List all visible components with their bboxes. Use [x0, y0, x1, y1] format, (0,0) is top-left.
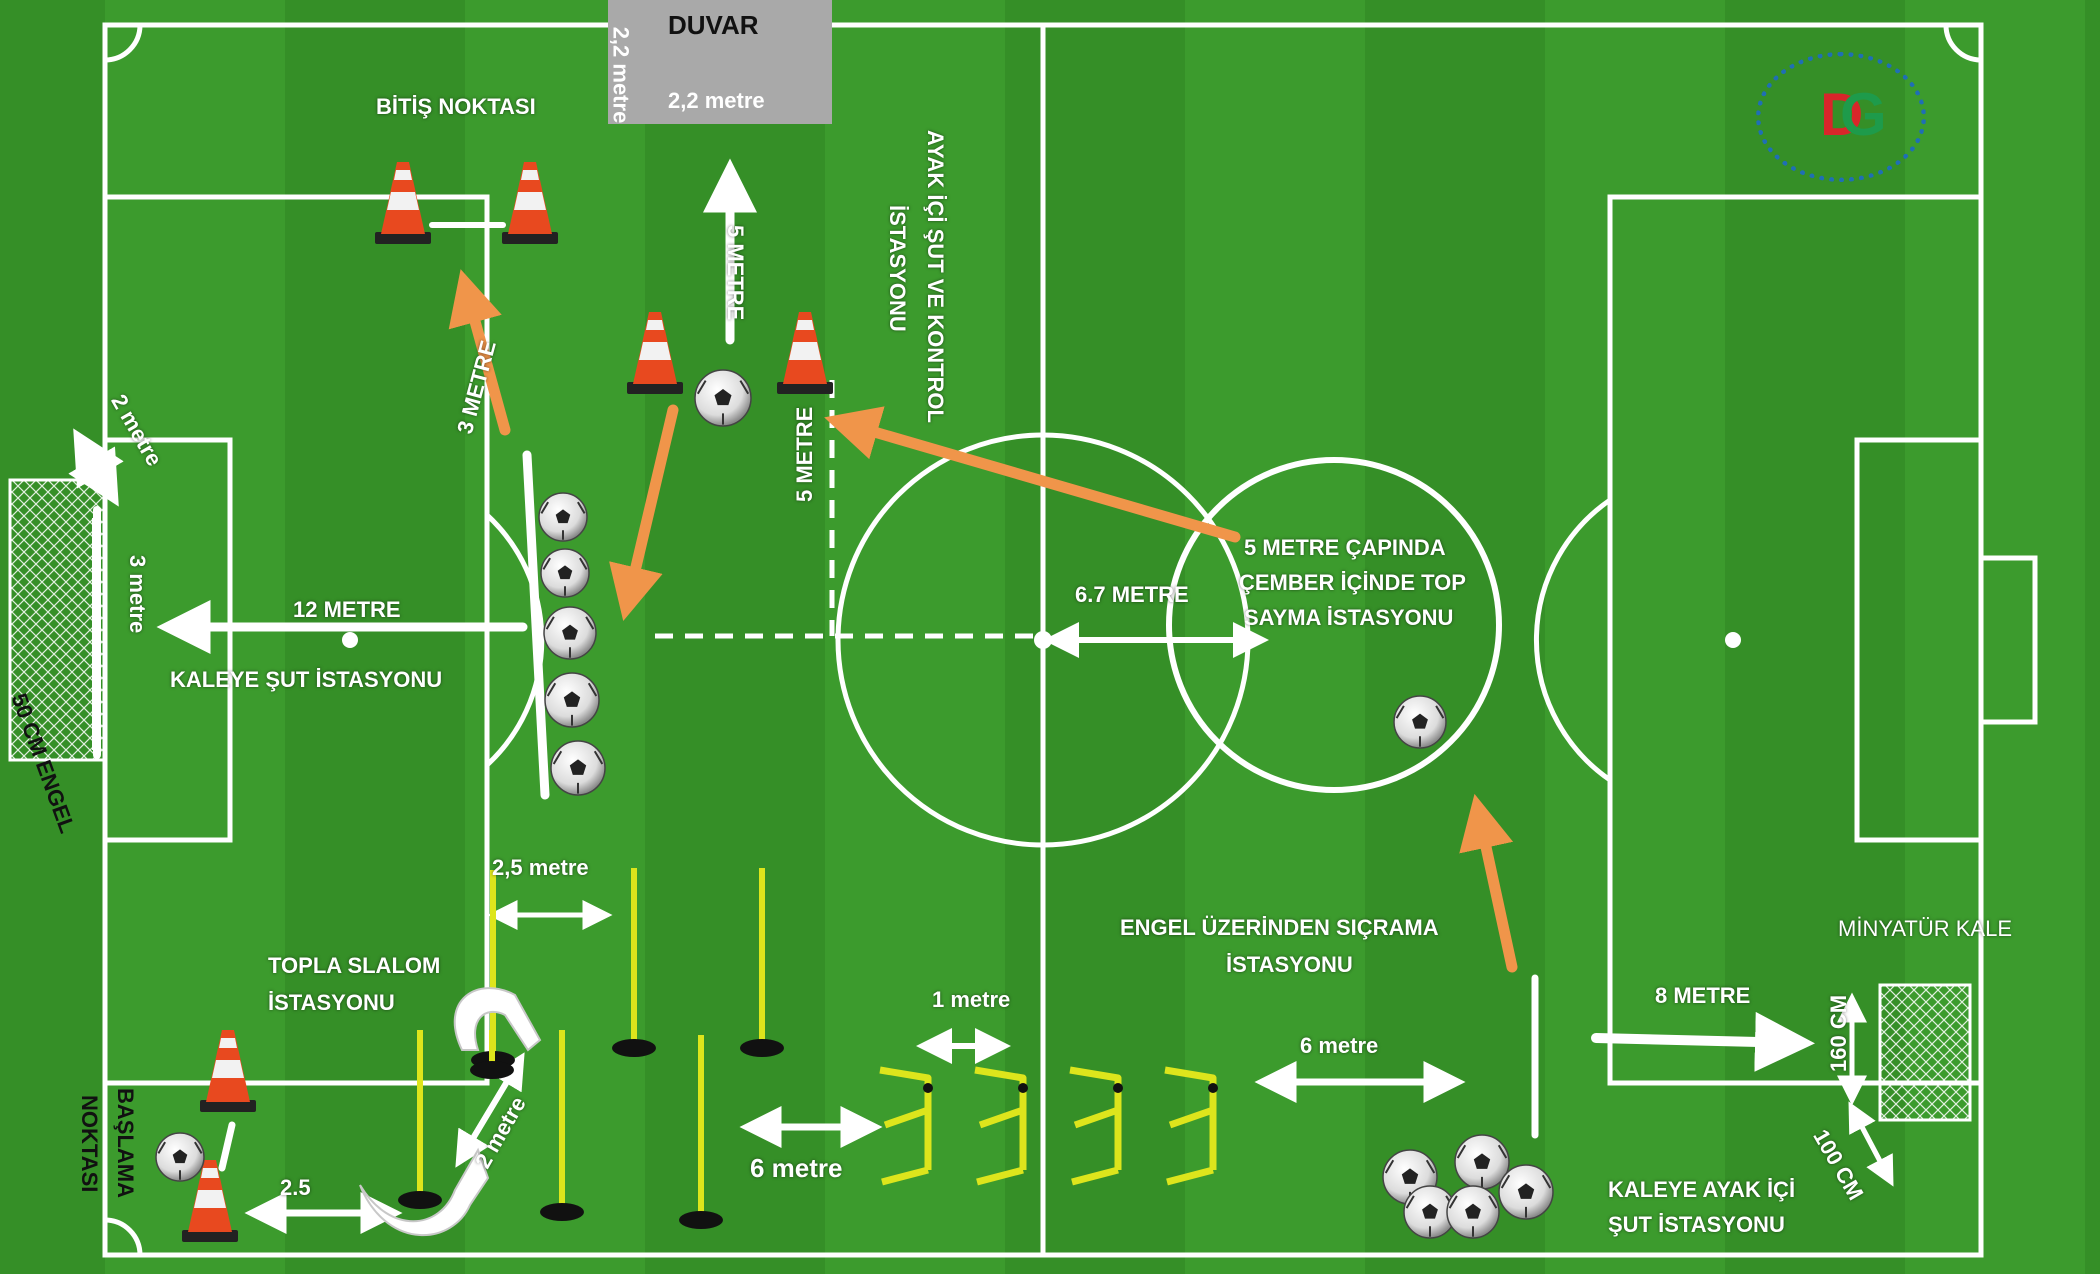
start-label-2: NOKTASI — [76, 1095, 102, 1192]
inside-foot-label-2: ŞUT İSTASYONU — [1608, 1212, 1785, 1238]
circle-label-1: 5 METRE ÇAPINDA — [1244, 535, 1424, 561]
five-metre-top-label: 5 METRE — [722, 225, 748, 320]
shoot-goal-station-label: KALEYE ŞUT İSTASYONU — [170, 667, 442, 693]
two-five-label: 2.5 — [280, 1175, 311, 1201]
slalom-label-2: İSTASYONU — [268, 990, 395, 1016]
logo-letter-right: G — [1840, 80, 1887, 149]
soccer-ball — [539, 493, 587, 541]
wall-title: DUVAR — [668, 10, 759, 41]
cm-160-label: 160 CM — [1826, 995, 1852, 1072]
circle-label-2: ÇEMBER İÇİNDE TOP — [1239, 570, 1429, 596]
penalty-spot-left — [342, 632, 358, 648]
five-metre-dashed-label: 5 METRE — [792, 407, 818, 502]
soccer-ball — [551, 741, 605, 795]
shoot-control-label-1: AYAK İÇİ ŞUT VE KONTROL — [922, 130, 948, 423]
soccer-ball — [1447, 1186, 1499, 1238]
six-metre-right-label: 6 metre — [1300, 1033, 1378, 1059]
twelve-metre-label: 12 METRE — [293, 597, 401, 623]
soccer-ball — [1394, 696, 1446, 748]
inside-foot-label-1: KALEYE AYAK İÇİ — [1608, 1177, 1795, 1203]
slalom-label-1: TOPLA SLALOM — [268, 953, 440, 979]
circle-label-3: SAYMA İSTASYONU — [1244, 605, 1424, 631]
soccer-ball — [541, 549, 589, 597]
mini-goal-label: MİNYATÜR KALE — [1838, 916, 2012, 942]
three-metre-goal-label: 3 metre — [124, 555, 150, 633]
one-metre-label: 1 metre — [932, 987, 1010, 1013]
soccer-ball — [1499, 1165, 1553, 1219]
mini-goal — [1880, 985, 1970, 1120]
penalty-spot-right — [1725, 632, 1741, 648]
hurdle-label-2: İSTASYONU — [1226, 952, 1353, 978]
wall: DUVAR 2,2 metre 2,2 metre — [608, 0, 832, 124]
soccer-ball — [544, 607, 596, 659]
arrow-8-metre — [1596, 1038, 1800, 1043]
soccer-ball — [695, 370, 751, 426]
club-logo: D G — [1756, 52, 1926, 182]
start-label: BAŞLAMA — [112, 1088, 138, 1198]
two-five-metre-label: 2,5 metre — [492, 855, 589, 881]
wall-height-label: 2,2 metre — [607, 27, 633, 124]
six-metre-left-label: 6 metre — [750, 1153, 843, 1184]
six-seven-metre-label: 6.7 METRE — [1075, 582, 1189, 608]
soccer-ball — [545, 673, 599, 727]
eight-metre-label: 8 METRE — [1655, 983, 1750, 1009]
wall-width-label: 2,2 metre — [668, 88, 765, 114]
hurdle-label-1: ENGEL ÜZERİNDEN SIÇRAMA — [1120, 915, 1439, 941]
soccer-ball — [156, 1133, 204, 1181]
finish-label: BİTİŞ NOKTASI — [376, 94, 536, 120]
shoot-control-label-2: İSTASYONU — [884, 205, 910, 332]
